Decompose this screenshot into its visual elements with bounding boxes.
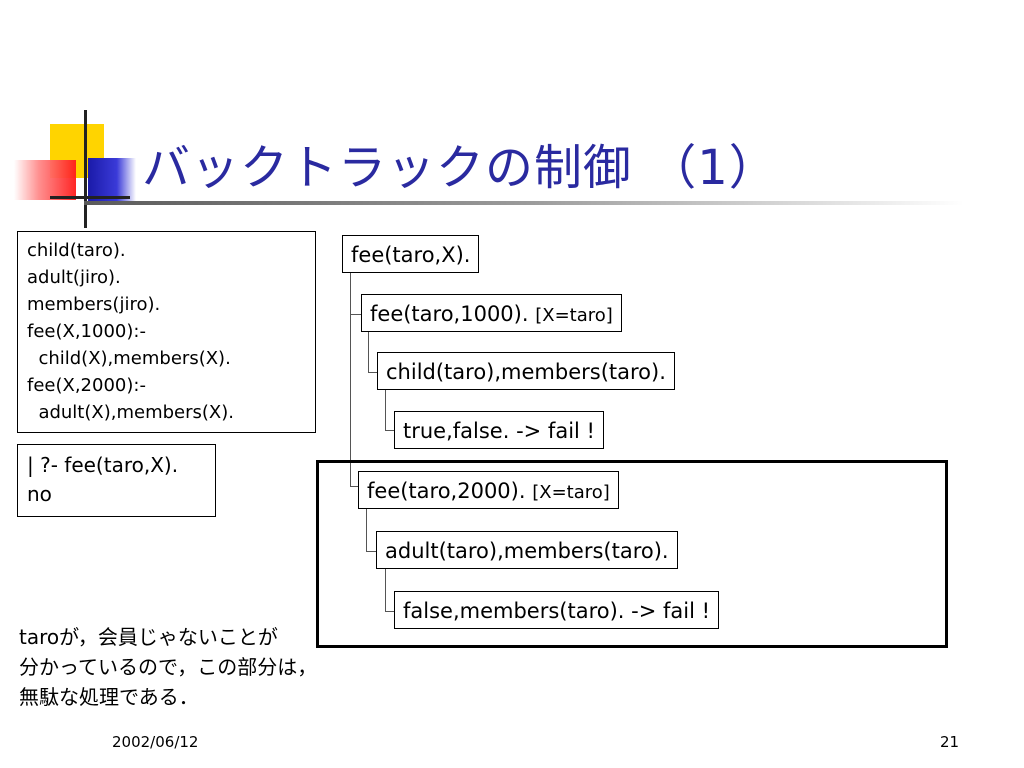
binding-label: [X=taro] xyxy=(535,305,613,326)
program-line: fee(X,1000):- xyxy=(27,321,146,342)
node-label: false,members(taro). -> fail ! xyxy=(403,599,711,623)
title-underline xyxy=(84,201,964,205)
node-label: adult(taro),members(taro). xyxy=(385,539,669,563)
node-label: fee(taro,1000). xyxy=(370,302,529,326)
program-line: child(X),members(X). xyxy=(27,348,231,369)
footer-date: 2002/06/12 xyxy=(112,733,199,751)
tree-connector xyxy=(385,611,394,612)
tree-connector xyxy=(385,430,394,431)
binding-label: [X=taro] xyxy=(532,482,610,503)
tree-connector xyxy=(350,486,358,487)
page-number: 21 xyxy=(940,733,960,751)
program-box: child(taro). adult(jiro). members(jiro).… xyxy=(17,231,316,433)
tree-connector xyxy=(368,332,369,372)
logo-horizontal-line xyxy=(50,196,130,199)
program-line: adult(X),members(X). xyxy=(27,402,234,423)
tree-connector xyxy=(350,273,351,486)
note-line: 分かっているので，この部分は， xyxy=(19,655,318,679)
tree-connector xyxy=(385,569,386,611)
program-line: members(jiro). xyxy=(27,294,161,315)
tree-connector xyxy=(366,509,367,551)
node-label: child(taro),members(taro). xyxy=(386,360,666,384)
tree-branch2-child-node: adult(taro),members(taro). xyxy=(376,531,678,569)
program-line: child(taro). xyxy=(27,240,126,261)
tree-connector xyxy=(385,390,386,430)
tree-branch1-child-node: child(taro),members(taro). xyxy=(377,352,675,390)
explanation-note: taroが，会員じゃないことが 分かっているので，この部分は， 無駄な処理である… xyxy=(19,622,317,712)
node-label: fee(taro,2000). xyxy=(367,479,526,503)
tree-branch1-node: fee(taro,1000). [X=taro] xyxy=(361,294,622,332)
tree-branch1-leaf-node: true,false. -> fail ! xyxy=(394,411,604,449)
tree-connector xyxy=(350,314,361,315)
tree-branch2-leaf-node: false,members(taro). -> fail ! xyxy=(394,591,720,629)
logo-vertical-line xyxy=(84,110,87,228)
note-line: 無駄な処理である． xyxy=(19,685,199,709)
program-line: adult(jiro). xyxy=(27,267,121,288)
highlight-frame xyxy=(316,460,948,648)
slide-title: バックトラックの制御 （1） xyxy=(142,140,778,196)
tree-connector xyxy=(368,372,377,373)
node-label: fee(taro,X). xyxy=(351,243,471,267)
program-line: fee(X,2000):- xyxy=(27,375,146,396)
query-box: | ?- fee(taro,X). no xyxy=(17,444,216,517)
note-line: taroが，会員じゃないことが xyxy=(19,625,278,649)
tree-connector xyxy=(366,551,376,552)
query-line: | ?- fee(taro,X). xyxy=(27,453,179,477)
node-label: true,false. -> fail ! xyxy=(403,419,595,443)
tree-branch2-node: fee(taro,2000). [X=taro] xyxy=(358,471,619,509)
query-result: no xyxy=(27,482,52,506)
logo-red-square xyxy=(14,160,76,200)
tree-root-node: fee(taro,X). xyxy=(342,235,480,273)
